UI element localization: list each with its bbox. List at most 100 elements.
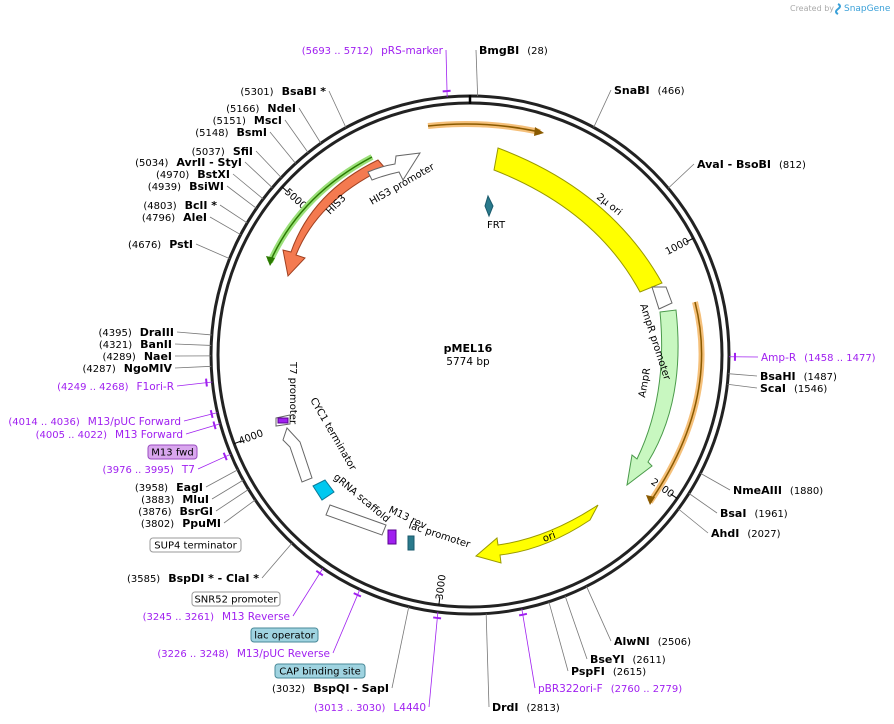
site-label-sfii[interactable]: (5037)SfiI (192, 145, 253, 158)
position: (2760 .. 2779) (611, 684, 683, 695)
feature-box-sup4-terminator[interactable]: SUP4 terminator (149, 537, 242, 553)
label-text: AvaI - BsoBI(812) (697, 158, 806, 171)
site-label-alwni[interactable]: AlwNI(2506) (614, 635, 691, 648)
ori-label: ori (541, 530, 557, 545)
primer-label-amp-r[interactable]: Amp-R(1458 .. 1477) (761, 352, 876, 364)
tick-mark (670, 493, 678, 499)
site-label-avrii-styi[interactable]: (5034)AvrII - StyI (135, 156, 242, 169)
m13-rev-feature[interactable] (387, 529, 397, 545)
label-text: BmgBI(28) (479, 44, 548, 57)
leader-line (215, 489, 249, 512)
watermark-brand: SnapGene (844, 4, 891, 14)
site-label-eagi[interactable]: (3958)EagI (135, 481, 203, 494)
label-text: (4287)NgoMIV (83, 362, 173, 375)
enzyme-name: M13 Forward (115, 429, 183, 441)
feature-box-m13-fwd[interactable]: M13 fwd (147, 444, 198, 460)
primer-label-t7[interactable]: (3976 .. 3995)T7 (102, 464, 195, 476)
ori2u-feature[interactable] (493, 147, 663, 293)
feature-box-frame (191, 591, 281, 607)
primer-mark (209, 409, 214, 419)
site-label-ndei[interactable]: (5166)NdeI (226, 102, 296, 115)
feature-box-cap-binding-site[interactable]: CAP binding site (274, 663, 366, 679)
site-label-ahdi[interactable]: AhdI(2027) (711, 527, 781, 540)
primer-label-m13-puc-forward[interactable]: (4014 .. 4036)M13/pUC Forward (8, 416, 181, 428)
tick-mark (281, 186, 289, 193)
leader-line (244, 161, 273, 188)
m13-fwd-feature[interactable] (277, 417, 289, 424)
leader-line (174, 343, 212, 346)
position: (4287) (83, 364, 116, 375)
frt-feature[interactable] (484, 194, 494, 218)
leader-line (391, 606, 410, 689)
site-label-psti[interactable]: (4676)PstI (128, 238, 193, 251)
cyc1-terminator-feature[interactable] (282, 427, 313, 483)
primer-label-pbr322ori-f[interactable]: pBR322ori-F (2760 .. 2779) (538, 683, 682, 695)
snr52-promoter-feature[interactable] (325, 504, 387, 536)
leader-line (205, 469, 239, 488)
enzyme-name: PpuMI (182, 517, 221, 530)
position: (3013 .. 3030) (314, 703, 386, 714)
feature-box-frame (274, 663, 366, 679)
site-label-scai[interactable]: ScaI(1546) (760, 382, 827, 395)
site-label-mlui[interactable]: (3883)MluI (141, 493, 209, 506)
primer-label-l4440[interactable]: (3013 .. 3030)L4440 (314, 702, 426, 714)
label-text: BseYI(2611) (590, 653, 666, 666)
site-label-ngomiv[interactable]: (4287)NgoMIV (83, 362, 173, 375)
site-label-bsiwi[interactable]: (4939)BsiWI (148, 180, 224, 193)
position: (3958) (135, 483, 168, 494)
site-label-banii[interactable]: (4321)BanII (99, 338, 172, 351)
position: (5166) (226, 104, 259, 115)
primer-label-m13-puc-reverse[interactable]: (3226 .. 3248)M13/pUC Reverse (157, 648, 330, 660)
site-label-bsahi[interactable]: BsaHI(1487) (760, 370, 837, 383)
site-label-avai-bsobi[interactable]: AvaI - BsoBI(812) (697, 158, 806, 171)
primer-label-prs-marker[interactable]: (5693 .. 5712)pRS-marker (302, 45, 444, 57)
primer-label-m13-forward[interactable]: (4005 .. 4022)M13 Forward (36, 429, 183, 441)
site-label-draiii[interactable]: (4395)DraIII (98, 326, 174, 339)
site-label-bsmi[interactable]: (5148)BsmI (195, 126, 267, 139)
plasmid-size: 5774 bp (446, 356, 490, 368)
label-text: (3013 .. 3030)L4440 (314, 702, 426, 714)
leader-line (593, 89, 612, 128)
leader-line (232, 173, 264, 200)
label-text: (3245 .. 3261)M13 Reverse (143, 611, 290, 623)
enzyme-name: NmeAIII (733, 484, 782, 497)
enzyme-name: DraIII (140, 326, 174, 339)
feature-box-lac-operator[interactable]: lac operator (250, 627, 319, 643)
site-label-bspqi-sapi[interactable]: (3032)BspQI - SapI (272, 682, 389, 695)
his3-promoter-feature[interactable] (367, 152, 421, 182)
ampr-promoter-feature[interactable] (651, 286, 673, 310)
ori-feature[interactable] (474, 504, 599, 564)
site-label-nmeaiii[interactable]: NmeAIII(1880) (733, 484, 823, 497)
position: (4939) (148, 182, 181, 193)
leader-line (292, 567, 324, 617)
lac-operator-feature[interactable] (407, 535, 415, 551)
site-label-bspdi-clai[interactable]: (3585)BspDI * - ClaI * (127, 572, 259, 585)
site-label-bsai[interactable]: BsaI(1961) (720, 507, 788, 520)
primer-label-f1ori-r[interactable]: (4249 .. 4268)F1ori-R (57, 381, 174, 393)
site-label-bsrgi[interactable]: (3876)BsrGI (138, 505, 213, 518)
site-label-bstxi[interactable]: (4970)BstXI (156, 168, 230, 181)
site-label-bcli[interactable]: (4803)BclI * (143, 199, 217, 212)
site-label-drdi[interactable]: DrdI(2813) (492, 701, 560, 714)
site-label-bmgbi[interactable]: BmgBI(28) (479, 44, 548, 57)
leader-line (298, 107, 322, 144)
site-label-msci[interactable]: (5151)MscI (213, 114, 282, 127)
leader-line (688, 493, 718, 514)
ampr-feature[interactable] (626, 309, 679, 487)
site-label-alei[interactable]: (4796)AleI (142, 211, 207, 224)
enzyme-name: ScaI (760, 382, 786, 395)
site-label-pspfi[interactable]: PspFI(2615) (571, 665, 646, 678)
site-label-bseyi[interactable]: BseYI(2611) (590, 653, 666, 666)
site-label-naei[interactable]: (4289)NaeI (103, 350, 172, 363)
enzyme-name: pBR322ori-F (538, 683, 603, 695)
enzyme-name: MscI (254, 114, 282, 127)
feature-box-snr52-promoter[interactable]: SNR52 promoter (191, 591, 281, 607)
enzyme-name: PspFI (571, 665, 605, 678)
site-label-snabi[interactable]: SnaBI(466) (614, 84, 685, 97)
grna-scaffold-feature[interactable] (312, 479, 335, 501)
position: (3585) (127, 574, 160, 585)
primer-label-m13-reverse[interactable]: (3245 .. 3261)M13 Reverse (143, 611, 290, 623)
site-label-ppumi[interactable]: (3802)PpuMI (141, 517, 221, 530)
site-label-bsabi[interactable]: (5301)BsaBI * (240, 85, 326, 98)
